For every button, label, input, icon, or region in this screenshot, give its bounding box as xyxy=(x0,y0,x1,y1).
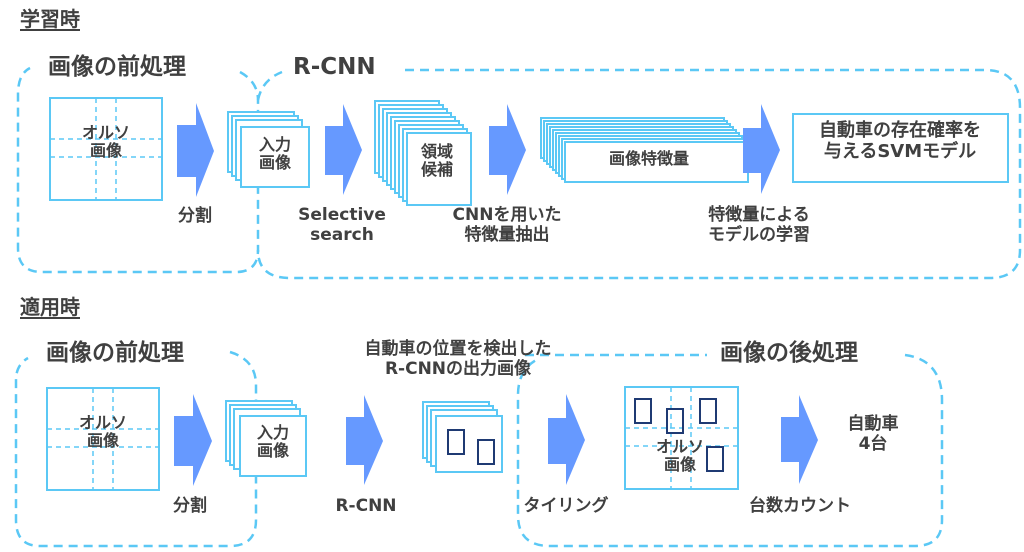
rcnn-label: R-CNN xyxy=(335,496,397,516)
arrow-icon xyxy=(743,104,780,194)
arrow-icon xyxy=(781,395,818,484)
arrow-icon xyxy=(346,395,383,485)
application-ortho-image-label: オルソ 画像 xyxy=(78,413,128,451)
training-region-proposals-stack xyxy=(374,100,472,206)
application-preprocess-group-border xyxy=(14,350,258,548)
image-features-label: 画像特徴量 xyxy=(608,149,690,168)
tiling-label: タイリング xyxy=(523,496,609,516)
training-preprocess-group-title: 画像の前処理 xyxy=(48,54,186,80)
training-ortho-image xyxy=(49,97,163,201)
selective-search-label: Selective search xyxy=(298,205,386,245)
rcnn-output-image-stack xyxy=(422,401,503,473)
application-section-title: 適用時 xyxy=(20,295,80,319)
stack-layer xyxy=(406,132,472,206)
application-input-image-label: 入力 画像 xyxy=(256,423,290,461)
training-split-label: 分割 xyxy=(178,206,212,226)
training-preprocess-group-border xyxy=(16,66,260,274)
arrow-icon xyxy=(489,104,526,195)
svm-model-box xyxy=(792,113,1009,183)
rcnn-output-caption: 自動車の位置を検出した R-CNNの出力画像 xyxy=(364,339,552,379)
training-input-image-stack xyxy=(227,111,310,188)
application-ortho-result-label: オルソ 画像 xyxy=(655,437,705,475)
training-image-features-stack xyxy=(540,117,749,183)
training-rcnn-group-border xyxy=(256,68,1022,280)
arrow-icon xyxy=(325,104,362,195)
count-label: 台数カウント xyxy=(749,496,851,516)
application-input-image-stack xyxy=(225,400,307,477)
result-label: 自動車 4台 xyxy=(847,414,899,454)
arrow-icon xyxy=(174,394,212,486)
training-input-image-label: 入力 画像 xyxy=(258,135,292,173)
svm-model-label: 自動車の存在確率を 与えるSVMモデル xyxy=(819,120,981,162)
detection-box xyxy=(634,398,724,472)
detection-box xyxy=(447,429,495,465)
training-ortho-image-label: オルソ 画像 xyxy=(81,123,131,161)
model-training-label: 特徴量による モデルの学習 xyxy=(708,205,810,245)
arrow-icon xyxy=(548,394,585,485)
stack-layer xyxy=(564,141,749,183)
application-split-label: 分割 xyxy=(173,496,207,516)
region-proposals-label: 領域 候補 xyxy=(420,142,454,180)
training-section-title: 学習時 xyxy=(20,7,80,31)
application-postprocess-group-title: 画像の後処理 xyxy=(720,340,858,366)
application-preprocess-group-title: 画像の前処理 xyxy=(46,340,184,366)
application-ortho-image xyxy=(46,387,160,491)
cnn-feature-extraction-label: CNNを用いた 特徴量抽出 xyxy=(452,205,562,245)
arrow-icon xyxy=(177,103,214,197)
application-postprocess-group-border xyxy=(516,353,944,548)
training-rcnn-group-title: R-CNN xyxy=(293,54,376,80)
